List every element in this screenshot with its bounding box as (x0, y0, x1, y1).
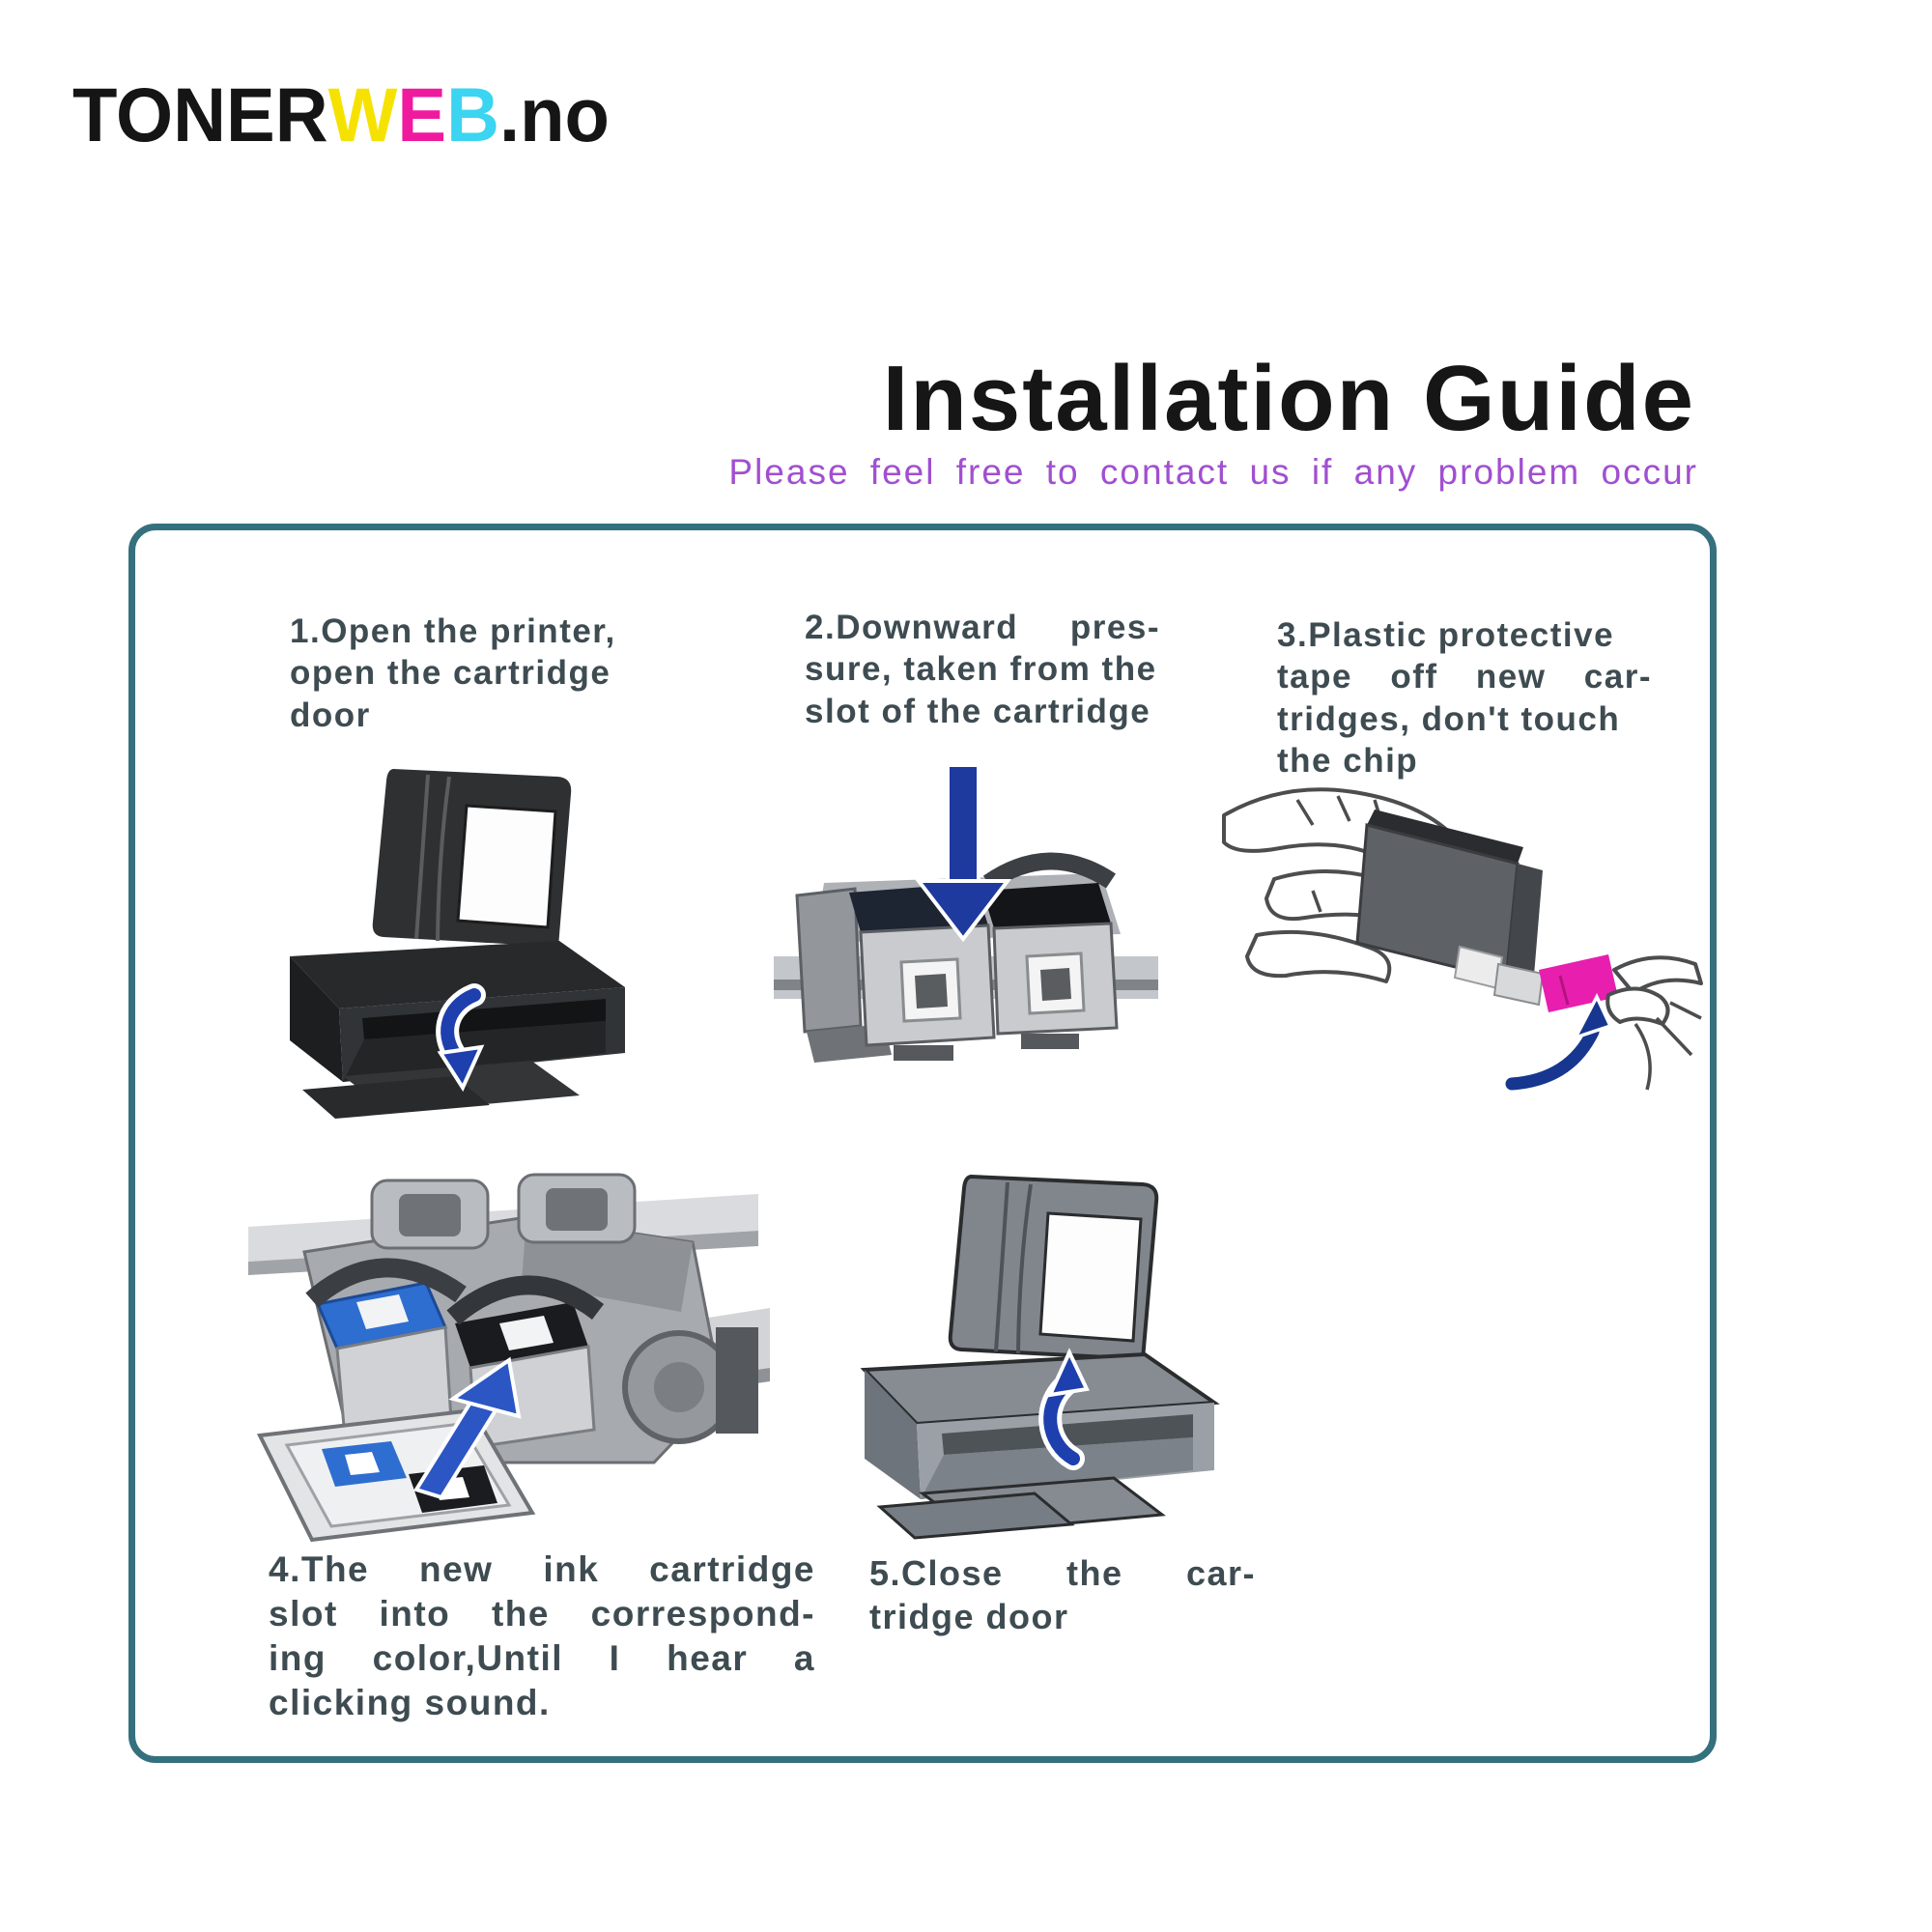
step-1-line: open the cartridge (290, 654, 611, 693)
step-5-text: 5.Close the car- tridge door (869, 1552, 1256, 1638)
step-3-line: 3.Plastic protective (1277, 616, 1615, 654)
close-door-arrow-icon (1038, 1348, 1090, 1470)
paper-tray (948, 1174, 1159, 1362)
step-5-line: 5.Close the car- (869, 1553, 1256, 1593)
step-2-line: 2.Downward pres- (805, 609, 1160, 646)
printer-body (290, 941, 625, 1119)
insert-cartridge-illustration (248, 1173, 770, 1543)
logo-part-w: W (327, 72, 398, 158)
step-3-line: tape off new car- (1277, 658, 1652, 696)
step-1-line: door (290, 696, 371, 734)
page-title: Installation Guide (882, 347, 1695, 450)
step-2-line: sure, taken from the (805, 650, 1157, 689)
pull-direction-arrow-icon (1501, 993, 1613, 1094)
paper-tray (372, 769, 572, 947)
insert-arrow-icon (412, 1356, 522, 1500)
logo-part-toner: TONER (72, 72, 328, 158)
step-1-text: 1.Open the printer, open the cartridge d… (290, 611, 649, 736)
paper-sheet (456, 804, 557, 929)
cartridge-press-down-illustration (774, 763, 1158, 1063)
press-down-arrow-icon (914, 763, 1012, 943)
black-cartridge (982, 852, 1119, 1049)
remove-tape-illustration (1222, 787, 1703, 1094)
step-4-line: ing color,Until I hear a (269, 1637, 815, 1678)
step-3-line: the chip (1277, 742, 1419, 781)
tonerweb-logo: TONERWEB.no (72, 72, 610, 158)
step-2-text: 2.Downward pres- sure, taken from the sl… (805, 607, 1160, 732)
logo-part-b: B (446, 72, 499, 158)
printer-body (860, 1351, 1220, 1540)
page-subtitle: Please feel free to contact us if any pr… (728, 452, 1698, 492)
logo-part-e: E (397, 72, 447, 158)
step-4-line: 4.The new ink cartridge (269, 1549, 815, 1589)
step-3-text: 3.Plastic protective tape off new car- t… (1277, 614, 1652, 782)
tape-fold-line (1558, 975, 1570, 1006)
open-door-arrow-icon (436, 983, 486, 1093)
paper-sheet (1038, 1211, 1143, 1343)
guide-box (128, 524, 1717, 1763)
step-4-line: clicking sound. (269, 1682, 551, 1722)
pulling-hand (1605, 955, 1703, 1091)
step-1-line: 1.Open the printer, (290, 612, 616, 650)
step-3-line: tridges, don't touch (1277, 699, 1621, 738)
step-5-line: tridge door (869, 1596, 1069, 1636)
printer-open-door-illustration (290, 769, 625, 1119)
step-4-line: slot into the correspond- (269, 1593, 815, 1634)
logo-part-no: .no (498, 72, 610, 158)
step-4-text: 4.The new ink cartridge slot into the co… (269, 1548, 815, 1725)
printer-close-door-illustration (860, 1174, 1220, 1540)
step-2-line: slot of the cartridge (805, 692, 1151, 730)
ink-cartridge (1355, 810, 1545, 1007)
